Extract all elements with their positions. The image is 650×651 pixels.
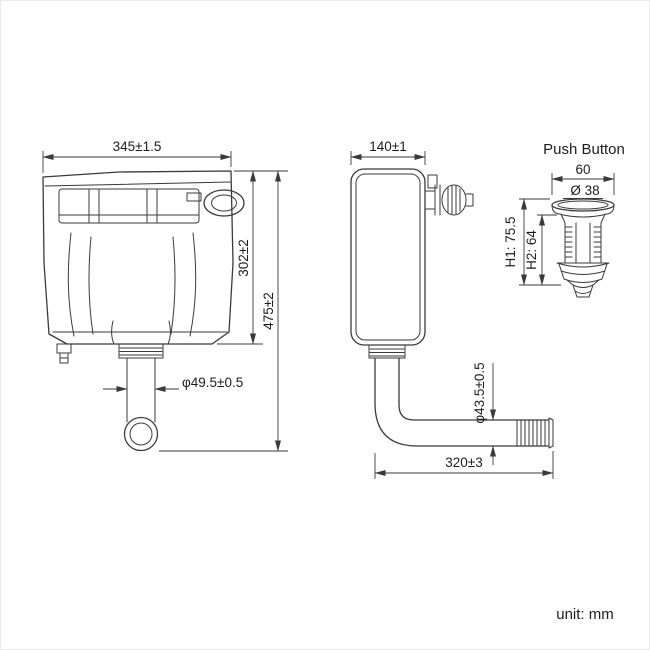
side-pipe-end-cap (548, 417, 554, 449)
side-tank-inner-wall (355, 173, 421, 341)
button-h2-dim: H2: 64 (524, 230, 539, 270)
button-cap-rim (551, 204, 615, 218)
push-button-title: Push Button (543, 141, 625, 158)
front-clip (186, 192, 202, 202)
side-pipe-length-dim: 320±3 (445, 455, 482, 470)
button-barb-tip (566, 279, 600, 298)
front-service-valve (56, 343, 72, 364)
front-access-cap-inner (211, 194, 237, 212)
button-width-dim: 60 (575, 162, 590, 177)
side-inlet-knob (441, 184, 467, 216)
front-view (42, 170, 245, 452)
front-tank-ribs (67, 232, 197, 345)
side-tank-outline (350, 168, 426, 346)
side-pipe-diameter-dim: φ43.5±0.5 (472, 362, 487, 423)
unit-label: unit: mm (556, 606, 614, 623)
front-outlet-pipe (126, 357, 156, 423)
push-button-view: Push Button 60 Ø 38 H1: 75.5 H2: 64 (503, 141, 625, 298)
button-cap-inner (557, 200, 609, 210)
front-frame-dividers (58, 188, 200, 224)
button-body (564, 222, 602, 264)
side-inlet-knob-knurl (447, 185, 461, 215)
button-diameter-dim: Ø 38 (570, 183, 599, 198)
side-depth-dim: 140±1 (369, 139, 406, 154)
side-outlet-collar (368, 344, 406, 359)
button-body-thread (564, 226, 602, 258)
side-view-dimensions: 140±1 φ43.5±0.5 320±3 (350, 139, 554, 479)
front-view-dimensions: 345±1.5 302±2 475±2 φ49.5±0.5 (42, 139, 288, 452)
front-width-dim: 345±1.5 (113, 139, 162, 154)
front-total-height-dim: 475±2 (261, 292, 276, 329)
side-flush-pipe (374, 357, 550, 447)
side-top-bracket (427, 174, 438, 189)
front-tank-top-seam (44, 181, 231, 187)
front-outlet-collar (118, 343, 164, 359)
side-inlet-tip (465, 193, 474, 207)
button-neck (560, 213, 606, 224)
front-outlet-diameter-dim: φ49.5±0.5 (182, 375, 243, 390)
front-outlet-flange-inner (129, 422, 153, 446)
button-cone (556, 262, 610, 283)
front-outlet-flange-outer (123, 416, 159, 452)
button-h1-dim: H1: 75.5 (503, 216, 518, 267)
front-service-frame (58, 188, 200, 224)
front-tank-outline (42, 170, 234, 345)
side-pipe-thread (516, 419, 546, 447)
side-inlet-flange (424, 184, 441, 216)
front-access-cap-outer (203, 189, 245, 217)
front-body-height-dim: 302±2 (236, 239, 251, 276)
side-view (350, 168, 554, 449)
